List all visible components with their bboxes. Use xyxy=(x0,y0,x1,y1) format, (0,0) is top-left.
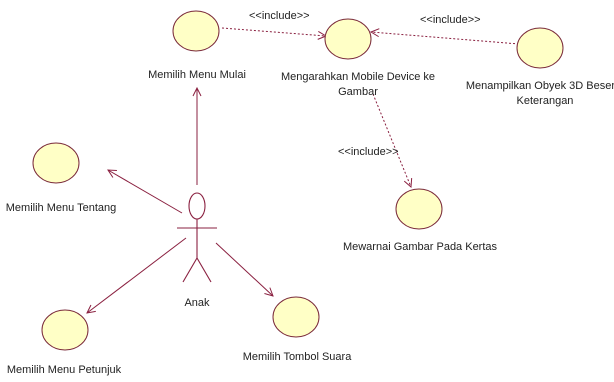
include-label-top-right: <<include>> xyxy=(420,14,481,26)
use-case-label-suara: Memilih Tombol Suara xyxy=(243,351,353,363)
use-case-label-mengarahkan-line2: Gambar xyxy=(338,86,378,98)
association-petunjuk xyxy=(87,237,187,313)
association-suara xyxy=(215,242,273,296)
use-case-label-mengarahkan-line1: Mengarahkan Mobile Device ke xyxy=(281,71,435,83)
use-case-mengarahkan[interactable] xyxy=(324,18,372,60)
actor-right-leg xyxy=(196,257,212,283)
actor-label: Anak xyxy=(184,297,210,309)
actor-left-leg xyxy=(182,257,198,283)
use-case-label-mewarnai: Mewarnai Gambar Pada Kertas xyxy=(343,241,498,253)
use-case-label-tentang: Memilih Menu Tentang xyxy=(6,202,116,214)
actor-anak[interactable] xyxy=(177,192,217,283)
use-case-petunjuk[interactable] xyxy=(41,309,89,351)
include-label-middle: <<include>> xyxy=(338,146,399,158)
use-case-menampilkan[interactable] xyxy=(516,27,564,69)
include-mulai-to-mengarahkan xyxy=(221,27,326,36)
use-case-label-mulai: Memilih Menu Mulai xyxy=(148,69,246,81)
actor-head xyxy=(188,192,206,220)
include-mengarahkan-to-mewarnai xyxy=(372,93,411,187)
use-case-mewarnai[interactable] xyxy=(395,188,443,230)
association-tentang xyxy=(108,170,183,214)
include-menampilkan-to-mengarahkan xyxy=(371,32,520,45)
use-case-suara[interactable] xyxy=(272,296,320,338)
use-case-label-menampilkan-line1: Menampilkan Obyek 3D Beserta xyxy=(466,80,614,92)
use-case-mulai[interactable] xyxy=(172,10,220,52)
include-label-top-left: <<include>> xyxy=(249,10,310,22)
use-case-label-menampilkan-line2: Keterangan xyxy=(517,95,574,107)
use-case-label-petunjuk: Memilih Menu Petunjuk xyxy=(7,364,122,376)
use-case-tentang[interactable] xyxy=(32,142,80,184)
